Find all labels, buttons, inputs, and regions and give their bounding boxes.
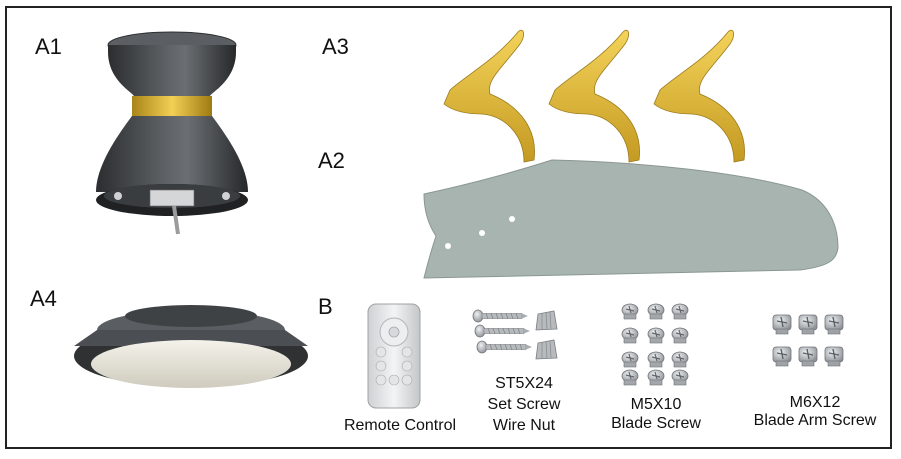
wire-nuts-illustration bbox=[535, 310, 558, 360]
caption-m5x10: M5X10 bbox=[630, 396, 682, 413]
light-kit-a4 bbox=[74, 305, 308, 388]
label-a4: A4 bbox=[30, 286, 57, 311]
caption-st5x24: ST5X24 bbox=[495, 375, 553, 392]
remote-control-illustration bbox=[367, 303, 421, 409]
caption-set-screw: Set Screw bbox=[487, 396, 561, 413]
motor-housing-a1 bbox=[96, 31, 248, 235]
blade-arm-screws-illustration bbox=[772, 314, 844, 367]
blade-screws-illustration bbox=[621, 303, 689, 386]
blade-a2 bbox=[423, 159, 839, 279]
caption-m6x12: M6X12 bbox=[789, 394, 841, 411]
set-screws-illustration bbox=[472, 309, 533, 354]
label-a1: A1 bbox=[35, 34, 62, 59]
label-a3: A3 bbox=[322, 34, 349, 59]
caption-blade-screw: Blade Screw bbox=[611, 415, 701, 432]
label-a2: A2 bbox=[318, 148, 345, 173]
caption-blade-arm-screw: Blade Arm Screw bbox=[753, 412, 877, 429]
caption-remote-control: Remote Control bbox=[343, 417, 457, 434]
caption-wire-nut: Wire Nut bbox=[492, 417, 556, 434]
blade-arms-a3 bbox=[443, 29, 746, 163]
label-b: B bbox=[318, 294, 333, 319]
